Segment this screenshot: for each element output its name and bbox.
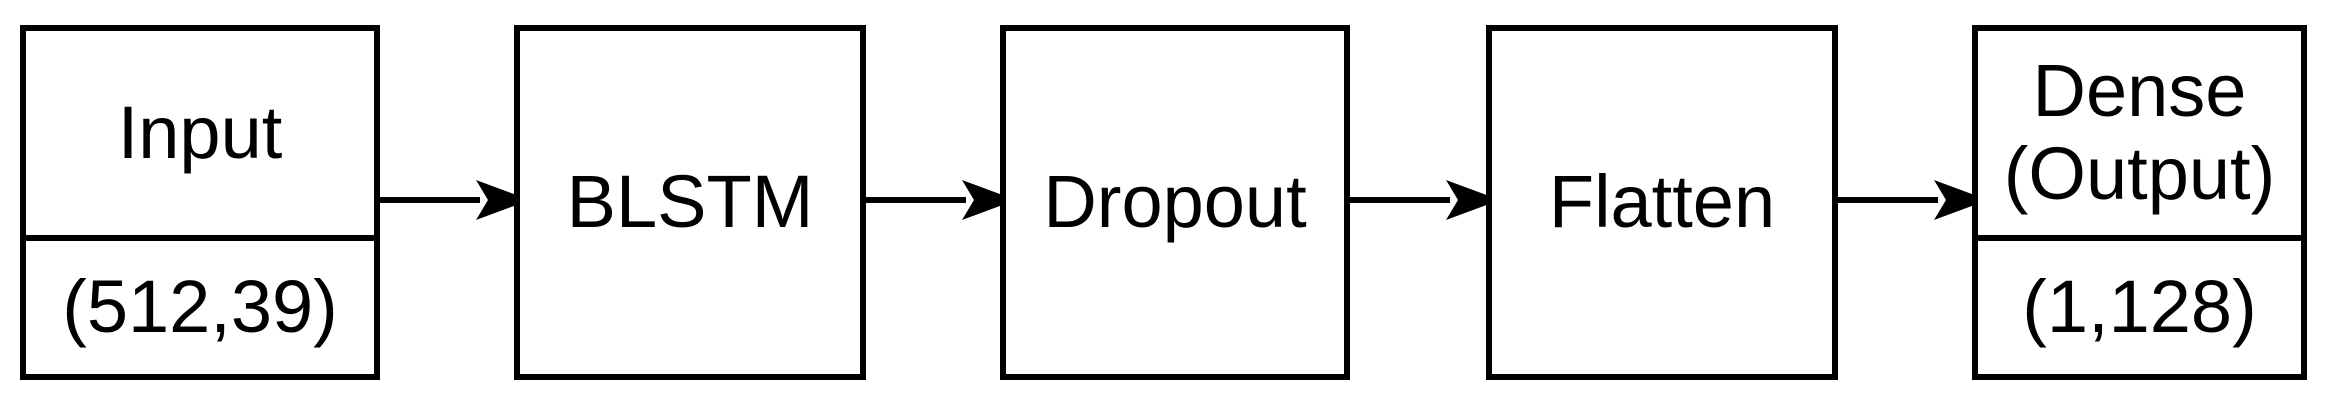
node-dense: Dense (Output) (1,128) [1972,25,2307,380]
node-blstm: BLSTM [514,25,866,380]
arrow-flatten-to-dense [1838,180,1988,220]
node-dropout-label: Dropout [1043,160,1307,244]
node-input-shape: (512,39) [62,265,338,349]
node-dense-label-line1: Dense [2032,49,2247,133]
node-input: Input (512,39) [20,25,380,380]
node-input-label: Input [117,90,283,174]
node-dropout: Dropout [1000,25,1350,380]
node-input-divider [26,235,374,241]
node-flatten: Flatten [1486,25,1838,380]
node-dense-label-line2: (Output) [2003,132,2276,215]
node-flatten-label: Flatten [1548,160,1776,244]
arrow-blstm-to-dropout [866,180,1016,220]
arrow-input-to-blstm [380,180,530,220]
arrow-dropout-to-flatten [1350,180,1500,220]
node-blstm-label: BLSTM [566,160,814,244]
node-dense-label: Dense (Output) [1978,31,2301,235]
node-dense-shape: (1,128) [2022,265,2257,349]
node-dense-divider [1978,235,2301,241]
